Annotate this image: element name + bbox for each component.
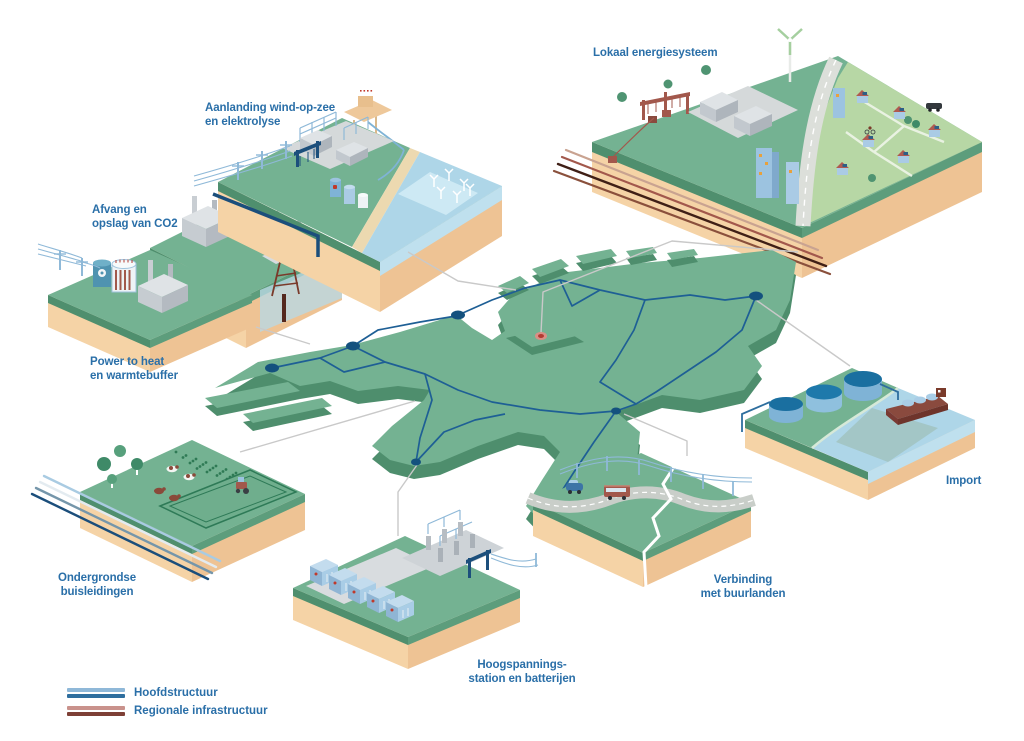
label-import: Import [946,475,982,487]
connector-lines [239,240,851,536]
label-hoogspanningsstation: Hoogspannings- station en batterijen [468,659,576,685]
import-pipeline [741,401,771,432]
heat-buffer-icon [111,259,137,293]
offshore-cable [212,192,320,257]
label-lokaal-energiesysteem: Lokaal energiesysteem [593,47,718,59]
legend: Hoofdstructuur Regionale infrastructuur [67,687,268,723]
cyclist-icon [864,126,876,135]
label-aanlanding-wind-op-zee: Aanlanding wind-op-zee en elektrolyse [205,102,336,128]
outgoing-lines [490,553,539,568]
network-nodes [265,291,763,466]
houses-solar [836,90,941,175]
tractor-icon [235,477,249,494]
regionale-infrastructuur-line-swatch [67,706,125,716]
label-afvang-opslag-co2: Afvang en opslag van CO2 [92,204,178,230]
tile-ondergrondse-buisleidingen [30,440,305,582]
ship-icon [886,388,948,425]
label-ondergrondse-buisleidingen: Ondergrondse buisleidingen [57,572,137,598]
residential-paths [845,96,945,178]
battery-containers [310,559,414,622]
substation-icon [611,92,690,159]
car-icon [926,103,942,112]
hv-substation [282,111,394,169]
underground-pipelines [30,474,222,581]
tile-lokaal-energiesysteem [552,28,982,278]
car-icon [566,480,583,494]
offshore-turbines [429,168,475,203]
trees [97,445,143,488]
tile-aanlanding-wind-op-zee [193,90,502,312]
legend-label-regionale-infrastructuur: Regionale infrastructuur [134,705,268,717]
electrolyser-icon [330,177,368,208]
hoofdstructuur-line-swatch [67,688,125,698]
offshore-wind-farm [398,172,478,215]
tile-power-to-heat [37,243,252,372]
bus-icon [604,485,630,500]
wind-turbine-icon [777,28,803,82]
legend-item-regionale-infrastructuur: Regionale infrastructuur [67,705,268,717]
trees [617,65,920,182]
power-to-heat-unit-icon [93,259,111,287]
label-power-to-heat: Power to heat en warmtebuffer [90,356,178,382]
apartment-towers [756,88,845,204]
legend-label-hoofdstructuur: Hoofdstructuur [134,687,218,699]
legend-item-hoofdstructuur: Hoofdstructuur [67,687,268,699]
label-verbinding-buurlanden: Verbinding met buurlanden [700,574,786,600]
delta-islands [205,382,332,431]
tile-verbinding-buurlanden [525,453,756,588]
field-plot [158,469,298,529]
factory-icon [138,260,188,313]
energy-network-lines [271,279,757,501]
tile-hoogspanningsstation-batterijen [293,509,539,669]
power-poles [193,141,293,187]
hv-substation [402,509,504,578]
polder-block [506,318,584,355]
cross-border-power-lines [559,456,753,496]
tile-import [741,368,975,500]
country-border-crack [642,466,676,588]
beach [352,148,420,253]
cows [154,465,196,502]
cable-junction-box [608,156,617,163]
power-poles [37,243,101,276]
storage-tanks [769,371,882,423]
local-grid-node-red [535,332,547,340]
industry-buildings [688,86,798,138]
